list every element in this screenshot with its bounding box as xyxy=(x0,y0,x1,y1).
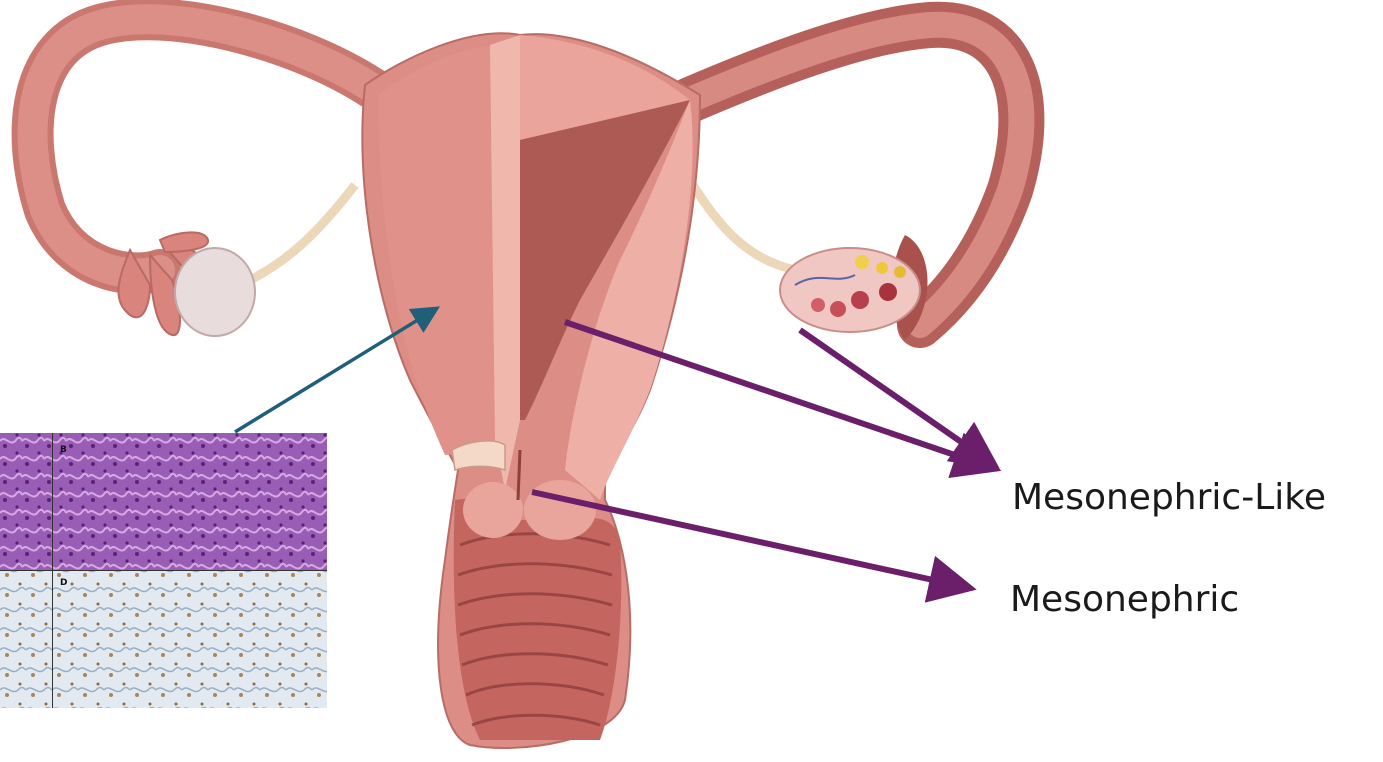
micrograph-c-ihc xyxy=(0,571,52,708)
label-mesonephric-like: Mesonephric-Like xyxy=(1012,480,1326,516)
label-mesonephric: Mesonephric xyxy=(1010,582,1239,618)
right-ovary xyxy=(690,180,920,332)
micrograph-panel: B D xyxy=(0,433,327,708)
left-ovary xyxy=(175,185,355,336)
arrow-to-uterine-wall xyxy=(235,310,434,432)
panel-letter-d: D xyxy=(60,578,67,588)
uterus-body xyxy=(362,33,700,748)
panel-letter-b: B xyxy=(60,445,67,455)
micrograph-b-he xyxy=(53,433,327,570)
micrograph-d-ihc xyxy=(53,571,327,708)
arrow-ovary-to-mesonephric-like xyxy=(800,330,990,462)
micrograph-a-he xyxy=(0,433,52,570)
